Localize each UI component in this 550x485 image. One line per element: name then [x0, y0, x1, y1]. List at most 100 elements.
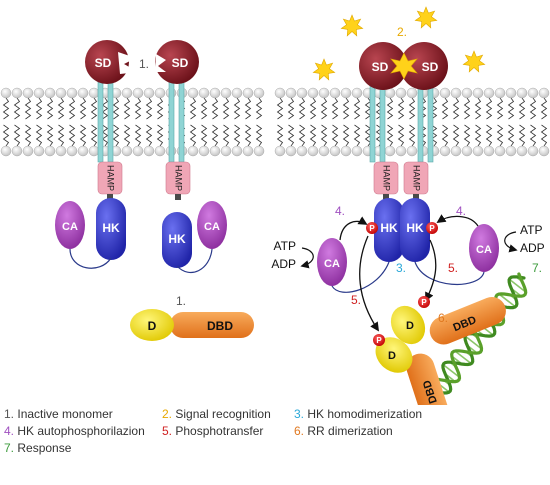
phosphotransfer-arrow-left: [359, 235, 380, 332]
ca-label-right-b: CA: [476, 244, 492, 256]
step-marker-7: 7.: [532, 261, 542, 275]
linker-left-b: [176, 248, 213, 273]
sd-label-right-a: SD: [372, 60, 389, 74]
legend-row-2: 4. HK autophosphorilazion 5. Phosphotran…: [4, 423, 548, 440]
d-label-dimer-b: D: [388, 350, 396, 362]
atp-adp-arrow-right: [504, 231, 518, 253]
legend-num-2: 2.: [162, 407, 173, 421]
phosphate-rr-left: P: [373, 334, 385, 346]
signal-molecules: [312, 6, 486, 81]
transmembrane-helices-left-b: [168, 81, 185, 163]
atp-adp-arrow-left: [300, 247, 314, 269]
svg-text:P: P: [429, 224, 435, 233]
hk-domain-left-b: HK: [162, 212, 192, 268]
svg-text:P: P: [376, 336, 382, 345]
dbd-label-monomer: DBD: [207, 319, 233, 333]
ca-domain-left-a: CA: [55, 201, 85, 249]
step-marker-2: 2.: [397, 25, 407, 39]
hk-label-right-b: HK: [406, 221, 424, 235]
step-marker-1-rr: 1.: [176, 294, 186, 308]
sd-label-left-a: SD: [95, 56, 112, 70]
legend-num-7: 7.: [4, 441, 15, 455]
hk-label-right-a: HK: [380, 221, 398, 235]
autophosphorylation-arrow-left: [339, 216, 368, 241]
signal-star-2: [414, 6, 438, 29]
ca-domain-right-a: CA: [317, 238, 347, 286]
response-regulator-dimer: DBD DBD D D: [375, 297, 506, 428]
autophosphorylation-arrow-right: [436, 214, 479, 227]
atp-label-left: ATP: [274, 239, 296, 253]
sd-domain-left-a: SD: [85, 40, 138, 84]
step-marker-6: 6.: [438, 311, 448, 325]
hk-dimer: HK HK: [374, 198, 430, 262]
step-marker-4-left: 4.: [335, 204, 345, 218]
linker-left-a: [69, 248, 112, 269]
phosphate-hk-right: P: [426, 222, 438, 234]
step-marker-3: 3.: [396, 261, 406, 275]
legend-item-1: 1. Inactive monomer: [4, 406, 162, 423]
ca-domain-right-b: CA: [469, 224, 499, 272]
signal-star-4: [462, 50, 486, 73]
hamp-label-right-b: HAMP: [412, 165, 422, 191]
membrane-left: [0, 87, 265, 157]
legend-row-3: 7. Response: [4, 440, 548, 457]
legend-text-5: Phosphotransfer: [175, 424, 264, 438]
legend-text-3: HK homodimerization: [307, 407, 423, 421]
step-marker-4-right: 4.: [456, 204, 466, 218]
sd-label-right-b: SD: [422, 60, 439, 74]
step-marker-5-left: 5.: [351, 293, 361, 307]
sd-dimer: SD SD: [359, 42, 448, 90]
signal-star-3: [312, 58, 336, 81]
legend-num-5: 5.: [162, 424, 173, 438]
legend-item-6: 6. RR dimerization: [294, 423, 393, 440]
legend-num-3: 3.: [294, 407, 305, 421]
legend-item-7: 7. Response: [4, 440, 71, 457]
ca-label-left-a: CA: [62, 221, 78, 233]
hk-domain-left-a: HK: [96, 198, 126, 260]
two-component-system-diagram: SD SD 1. HAMP HAMP HK HK CA CA DBD: [0, 6, 550, 480]
svg-text:P: P: [421, 298, 427, 307]
legend-text-7: Response: [17, 441, 72, 455]
hamp-label-right-a: HAMP: [382, 165, 392, 191]
membrane-right: [274, 87, 550, 157]
linker-right-a: [331, 261, 390, 293]
hamp-domain-right-a: HAMP: [373, 161, 399, 195]
legend-item-3: 3. HK homodimerization: [294, 406, 422, 423]
d-label-monomer: D: [148, 319, 157, 333]
legend-text-2: Signal recognition: [175, 407, 271, 421]
adp-label-right: ADP: [520, 241, 545, 255]
d-label-dimer-a: D: [406, 320, 414, 332]
hamp-label-left-a: HAMP: [106, 165, 116, 191]
atp-label-right: ATP: [520, 223, 542, 237]
hamp-domain-left-a: HAMP: [97, 161, 123, 195]
legend-item-2: 2. Signal recognition: [162, 406, 294, 423]
phosphate-rr-top: P: [418, 296, 430, 308]
legend-text-1: Inactive monomer: [17, 407, 113, 421]
signal-molecule-bound: [390, 52, 418, 80]
adp-label-left: ADP: [271, 257, 296, 271]
signal-star-1: [340, 14, 364, 37]
linker-right-b: [414, 261, 485, 286]
hamp-label-left-b: HAMP: [174, 165, 184, 191]
step-marker-1-membrane: 1.: [139, 57, 149, 71]
hk-label-left-b: HK: [168, 232, 186, 246]
legend-text-4: HK autophosphorilazion: [17, 424, 145, 438]
sd-label-left-b: SD: [172, 56, 189, 70]
hamp-domain-right-b: HAMP: [403, 161, 429, 195]
hk-label-left-a: HK: [102, 221, 120, 235]
legend-num-1: 1.: [4, 407, 15, 421]
hamp-domain-left-b: HAMP: [165, 161, 191, 195]
ca-domain-left-b: CA: [197, 201, 227, 249]
ca-label-left-b: CA: [204, 221, 220, 233]
phosphotransfer-arrow-right: [425, 239, 437, 302]
step-marker-5-right: 5.: [448, 261, 458, 275]
phosphate-hk-left: P: [366, 222, 378, 234]
ca-label-right-a: CA: [324, 258, 340, 270]
legend-row-1: 1. Inactive monomer 2. Signal recognitio…: [4, 406, 548, 423]
svg-text:P: P: [369, 224, 375, 233]
legend-num-6: 6.: [294, 424, 305, 438]
legend-text-6: RR dimerization: [307, 424, 393, 438]
response-regulator-monomer: DBD D: [130, 309, 254, 341]
legend-item-5: 5. Phosphotransfer: [162, 423, 294, 440]
